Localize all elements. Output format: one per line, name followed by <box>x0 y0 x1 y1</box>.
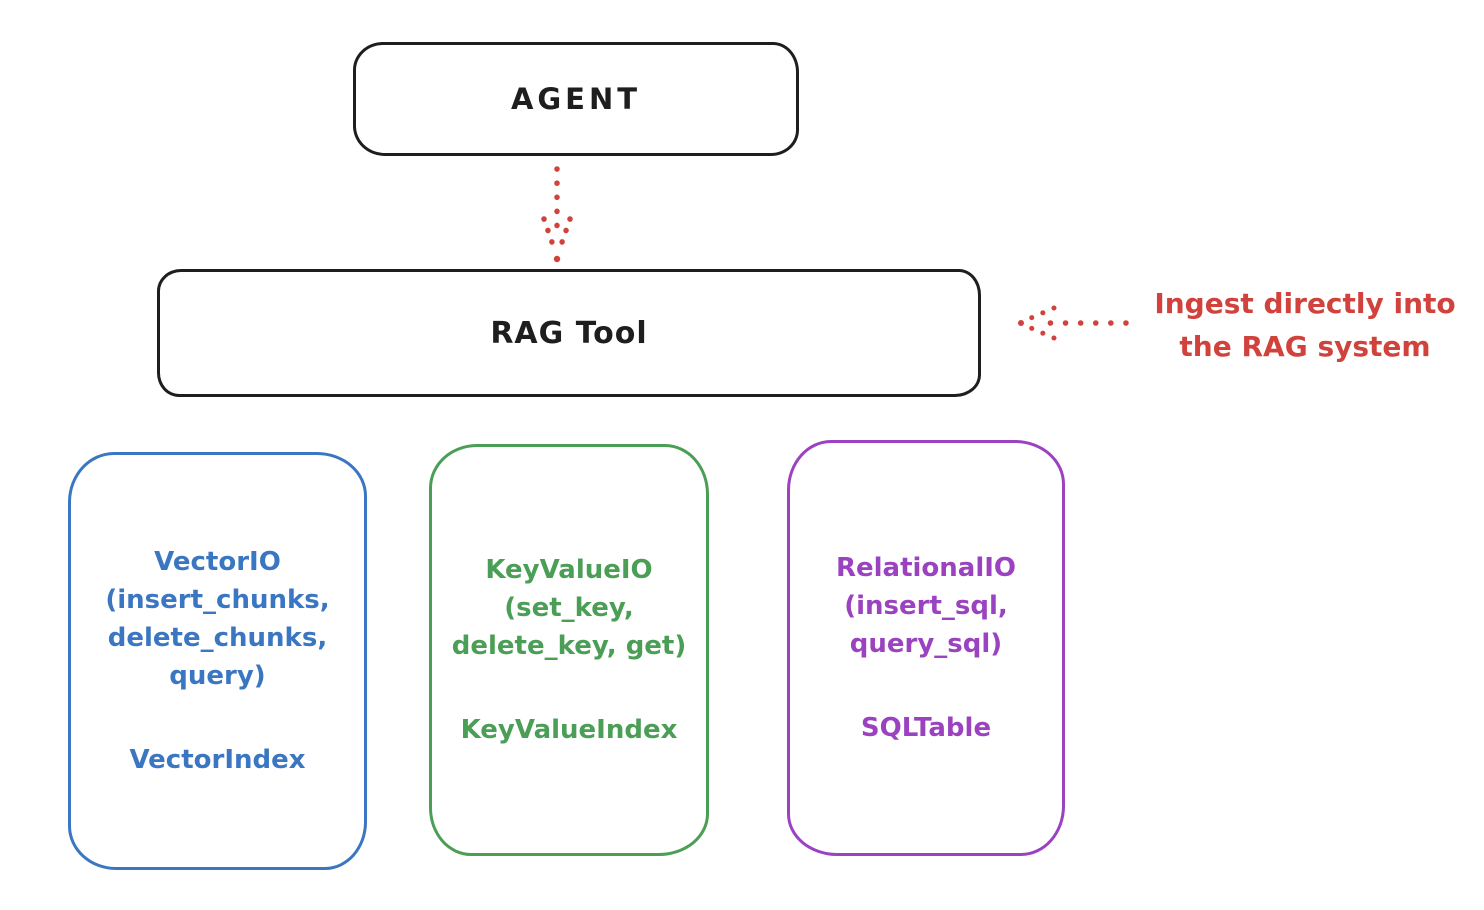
provider-line: delete_key, get) <box>451 631 687 661</box>
provider-line: delete_chunks, <box>107 623 328 653</box>
provider-box-relationalio: RelationalIO (insert_sql, query_sql) SQL… <box>787 440 1065 856</box>
provider-vectorio-methods: VectorIO (insert_chunks, delete_chunks, … <box>105 543 329 695</box>
ingest-annotation-line1: Ingest directly into <box>1154 287 1456 320</box>
provider-index-label: SQLTable <box>860 713 992 743</box>
dotted-arrow-down-icon <box>541 166 573 263</box>
provider-line: (set_key, <box>504 593 634 623</box>
provider-line: (insert_chunks, <box>105 585 330 615</box>
rag-tool-label: RAG Tool <box>490 315 648 351</box>
provider-line: KeyValueIO <box>485 555 653 585</box>
rag-tool-box: RAG Tool <box>157 269 981 397</box>
provider-index-label: VectorIndex <box>129 745 306 775</box>
ingest-annotation: Ingest directly into the RAG system <box>1138 282 1472 368</box>
ingest-annotation-line2: the RAG system <box>1179 330 1431 363</box>
provider-keyvalueio-methods: KeyValueIO (set_key, delete_key, get) <box>452 551 687 665</box>
agent-label: AGENT <box>510 82 642 116</box>
provider-box-vectorio: VectorIO (insert_chunks, delete_chunks, … <box>68 452 367 870</box>
provider-line: (insert_sql, <box>844 591 1008 621</box>
agent-box: AGENT <box>353 42 799 156</box>
provider-line: query_sql) <box>849 629 1003 659</box>
provider-line: VectorIO <box>154 547 281 577</box>
provider-relationalio-methods: RelationalIO (insert_sql, query_sql) <box>836 549 1016 663</box>
provider-line: RelationalIO <box>835 553 1017 583</box>
provider-box-keyvalueio: KeyValueIO (set_key, delete_key, get) Ke… <box>429 444 709 856</box>
dotted-arrow-left-icon <box>1018 305 1129 341</box>
provider-line: query) <box>169 661 266 691</box>
provider-index-label: KeyValueIndex <box>460 715 678 745</box>
